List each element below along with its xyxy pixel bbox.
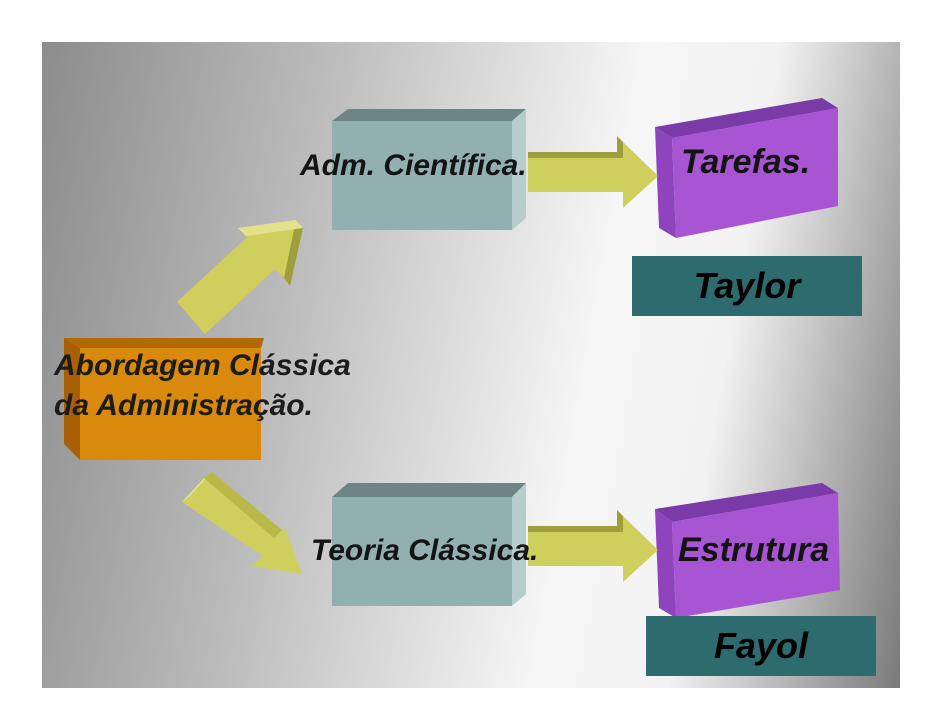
author-label-bottom: Fayol <box>713 625 809 666</box>
author-label-top: Taylor <box>693 265 801 306</box>
theory-label-top: Adm. Científica. <box>300 149 527 182</box>
focus-label-top: Tarefas. <box>681 143 811 181</box>
focus-label-bottom: Estrutura <box>678 531 830 569</box>
theory-box-bottom <box>332 483 526 606</box>
author-box-bottom: Fayol <box>646 616 876 676</box>
diagram-shapes <box>64 98 840 618</box>
arrow-root-to-bottom <box>182 472 302 574</box>
arrow-bottom-theory-to-focus <box>528 510 658 582</box>
theory-box-top <box>332 109 526 230</box>
slide-background <box>42 42 900 688</box>
author-box-top: Taylor <box>632 256 862 316</box>
root-label-line2: da Administração. <box>54 389 313 422</box>
root-label-line1: Abordagem Clássica <box>54 349 351 382</box>
theory-label-bottom: Teoria Clássica. <box>311 534 539 567</box>
focus-box-top <box>655 98 838 238</box>
root-box <box>64 338 264 460</box>
root-label: Abordagem Clássica da Administração. <box>54 346 351 426</box>
arrow-top-theory-to-focus <box>528 136 658 208</box>
focus-box-bottom <box>655 483 840 618</box>
arrow-root-to-top <box>177 220 303 334</box>
